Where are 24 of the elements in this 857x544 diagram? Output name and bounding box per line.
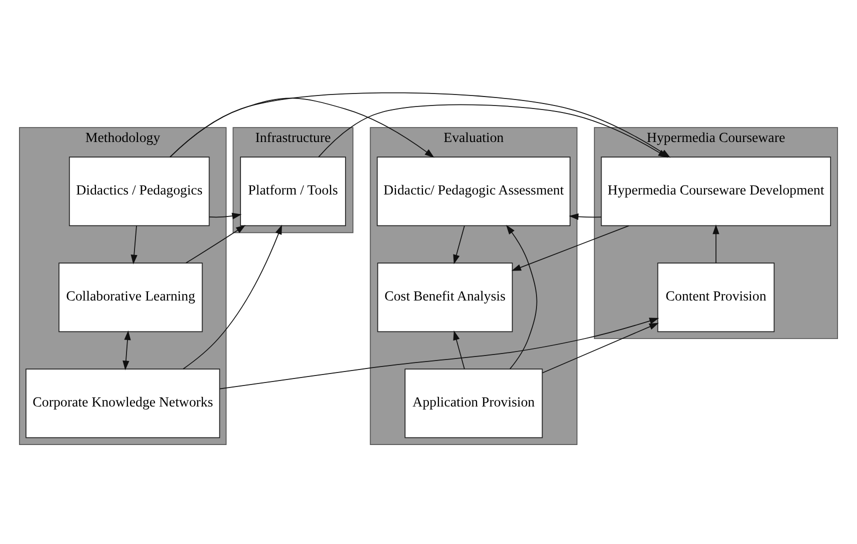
arrow [542,322,659,374]
arrow [130,225,138,264]
node-box: Didactic/ Pedagogic Assessment [376,156,570,226]
node-box: Didactics / Pedagogics [68,156,210,226]
arrow [219,318,660,390]
arrow [506,224,538,370]
arrow [185,225,246,264]
node-box: Application Provision [404,368,543,438]
arrow [170,98,434,158]
node-box: Collaborative Learning [58,262,203,332]
node-box: Cost Benefit Analysis [377,262,513,332]
node-box: Corporate Knowledge Networks [26,368,220,438]
arrow [512,225,630,271]
arrow [208,212,242,220]
arrow [318,104,668,158]
arrow [453,225,465,264]
node-box: Hypermedia Courseware Development [600,156,832,226]
arrow [182,224,282,370]
arrow [122,330,131,370]
arrow [568,213,602,220]
arrow [712,224,720,264]
node-box: Platform / Tools [240,156,346,226]
node-box: Content Provision [657,262,775,332]
arrow [453,330,465,370]
